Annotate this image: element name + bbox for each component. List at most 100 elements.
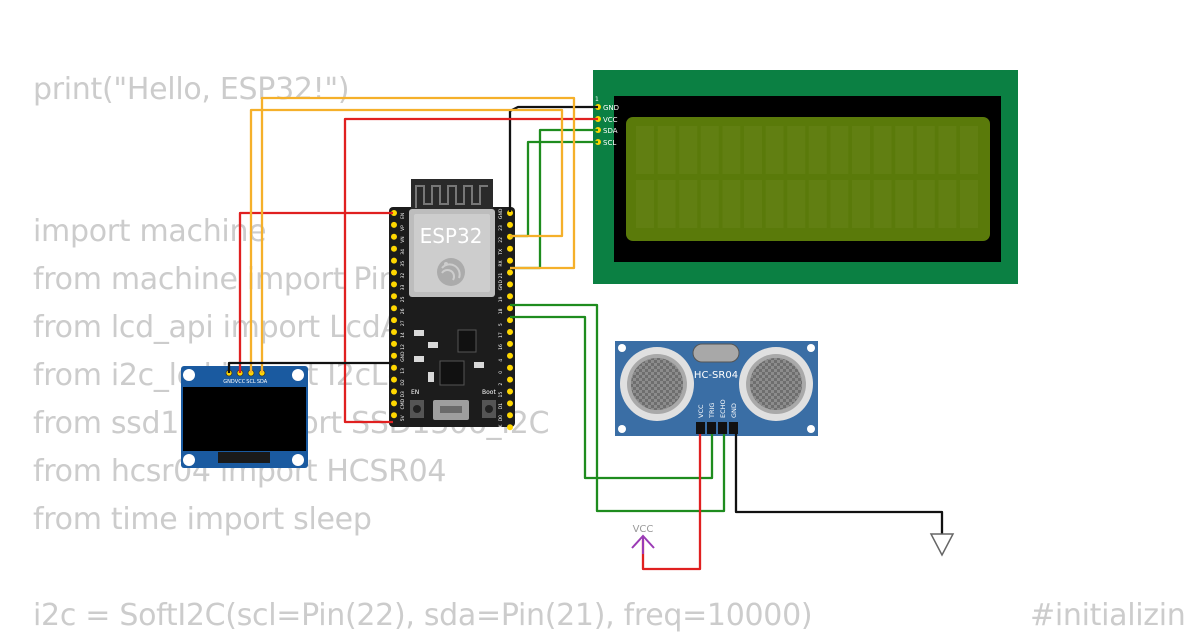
esp32-pin-left[interactable] [391,400,397,407]
wire-esp-3v3-oled-vcc[interactable] [238,211,393,373]
boot-button[interactable] [482,400,496,418]
oled-display[interactable]: GND VCC SCL SDA [181,366,308,468]
esp32-pin-left[interactable] [391,352,397,359]
lcd-char-cell [722,180,741,228]
esp32-pin-label: D3 [400,391,406,397]
esp32-pin-left[interactable] [391,305,397,312]
hcsr04-pin-vcc[interactable] [696,422,705,434]
mount-hole-icon [618,344,626,352]
lcd-char-cell [765,126,784,174]
esp32-pin-left[interactable] [391,329,397,335]
esp32-pin-right[interactable] [507,305,513,312]
hcsr04-pin-label: GND [730,403,738,418]
lcd-module[interactable]: 1 GND VCC SDA SCL [593,70,1018,284]
usb-port-inner [440,406,462,413]
esp32-pin-right[interactable] [507,317,513,324]
smd-component [474,362,484,368]
esp32-pin-right[interactable] [507,388,513,395]
lcd-char-cell [830,126,849,174]
wire-oled-scl-esp-22[interactable] [249,108,564,373]
wire-hcsr04-echo-esp[interactable] [510,315,714,480]
esp32-pin-left[interactable] [391,376,397,383]
lcd-char-cell [852,126,870,174]
esp32-pin-label: 17 [498,332,504,338]
esp32-pin-left[interactable] [391,388,397,395]
esp32-pin-right[interactable] [507,269,513,276]
wire-lcd-sda-esp-21[interactable] [510,128,598,270]
esp32-pin-label: 2 [498,383,504,386]
wire-oled-gnd-esp-gnd[interactable] [227,361,393,373]
hcsr04-pin-echo[interactable] [718,422,727,434]
espressif-logo-icon [437,258,465,286]
esp32-pin-right[interactable] [507,221,513,228]
esp32-pin-label: GND [498,280,504,291]
hcsr04-pin-trig[interactable] [707,422,716,434]
lcd-char-cell [700,126,719,174]
esp32-pin-left[interactable] [391,340,397,347]
esp32-board[interactable]: ESP32 EN Boot ENVPVN343532332526271412GN… [389,179,515,433]
esp32-pin-right[interactable] [507,210,513,216]
usb-chip [439,360,465,386]
esp32-pin-label: EN [400,213,406,219]
hcsr04-sensor[interactable]: HC-SR04 VCC TRIG ECHO GND [615,341,818,436]
esp32-pin-right[interactable] [507,376,513,383]
smd-component [414,356,424,362]
lcd-char-cell [916,126,935,174]
esp32-pin-right[interactable] [507,400,513,407]
esp32-pin-left[interactable] [391,233,397,240]
esp32-pin-left[interactable] [391,221,397,228]
lcd-char-cell [787,180,806,228]
hcsr04-pin-gnd[interactable] [729,422,738,434]
lcd-char-cell [960,126,978,174]
lcd-char-cell [808,126,827,174]
esp32-pin-left[interactable] [391,364,397,371]
smd-component [428,342,438,348]
esp32-pin-label: GND [400,351,406,362]
esp32-pin-left[interactable] [391,412,397,419]
lcd-char-cell [938,126,957,174]
esp32-pin-label: 5V [400,414,406,421]
oled-pin-label: SDA [257,379,268,385]
esp32-pin-left[interactable] [391,317,397,324]
esp32-pin-right[interactable] [507,245,513,252]
esp32-pin-right[interactable] [507,412,513,419]
esp32-pin-right[interactable] [507,424,513,431]
oled-screen [183,387,306,451]
wire-oled-sda-esp-21[interactable] [260,96,576,373]
wire-lcd-vcc-oled-vcc[interactable] [343,117,598,424]
lcd-pin-label: GND [603,104,619,112]
lcd-char-cell [657,126,676,174]
esp32-pin-right[interactable] [507,293,513,300]
mount-hole-icon [292,369,304,381]
lcd-char-cell [938,180,957,228]
lcd-char-cell [916,180,935,228]
esp32-pin-right[interactable] [507,329,513,335]
esp32-pin-left[interactable] [391,210,397,216]
lcd-char-cell [636,180,654,228]
smd-component [414,330,424,336]
esp32-pin-right[interactable] [507,257,513,264]
esp32-pin-label: CMD [400,398,406,409]
wire-hcsr04-trig-esp[interactable] [510,303,726,513]
esp32-pin-label: 27 [400,320,406,326]
wire-esp-gnd-lcd-gnd[interactable] [508,105,598,212]
wire-hcsr04-vcc[interactable] [641,434,702,571]
esp32-pin-left[interactable] [391,269,397,276]
esp32-pin-right[interactable] [507,364,513,371]
esp32-pin-left[interactable] [391,257,397,264]
esp32-pin-left[interactable] [391,293,397,300]
en-button[interactable] [410,400,424,418]
esp32-pin-right[interactable] [507,281,513,288]
esp32-pin-left[interactable] [391,245,397,252]
esp32-pin-right[interactable] [507,340,513,347]
lcd-char-cell [636,126,654,174]
lcd-char-cell [765,180,784,228]
esp32-pin-right[interactable] [507,352,513,359]
wire-lcd-scl-esp-22[interactable] [510,140,598,238]
transmitter-icon [620,347,694,421]
wire-hcsr04-gnd[interactable] [734,434,944,534]
esp32-pin-label: D0 [498,415,504,421]
esp32-pin-left[interactable] [391,281,397,288]
ground-symbol-icon [929,533,955,557]
